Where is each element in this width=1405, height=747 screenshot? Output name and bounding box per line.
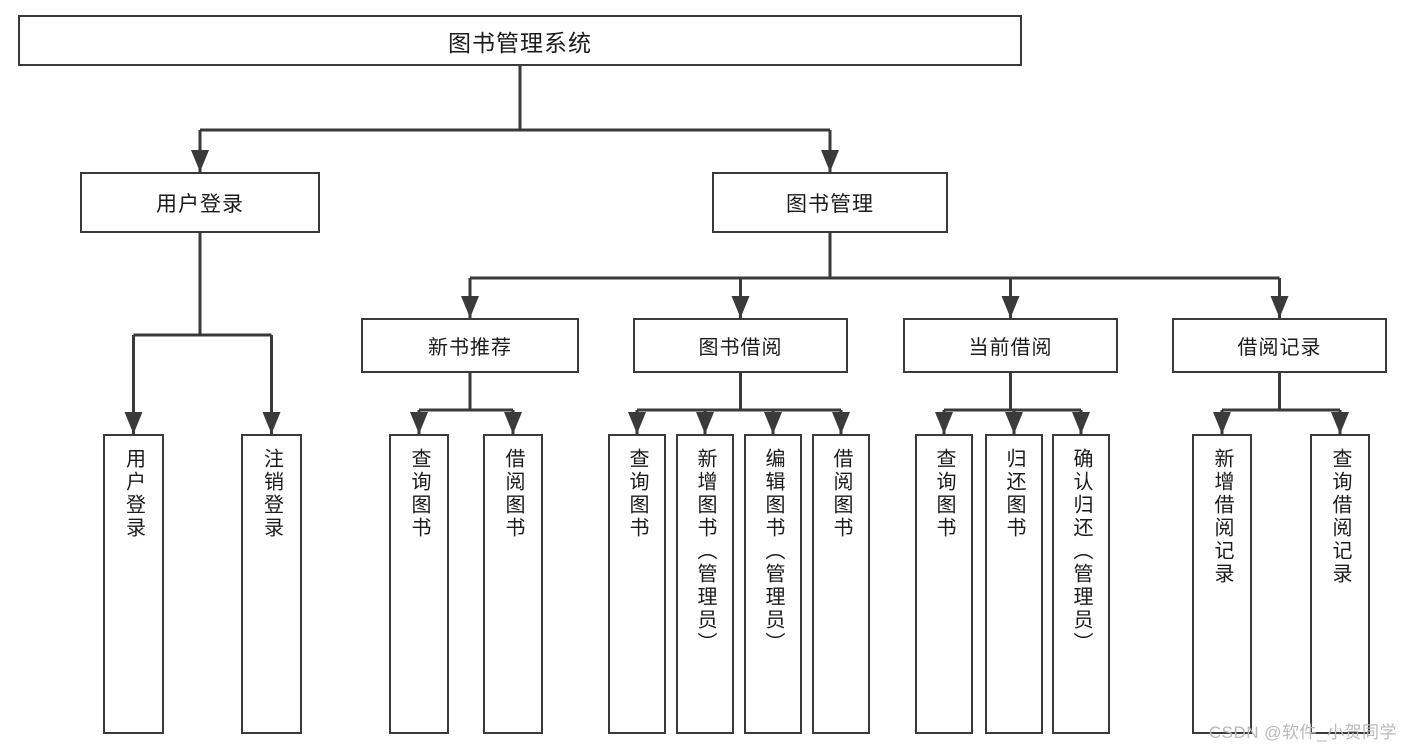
leaf-query-book-recommend[interactable]: 查询图书 xyxy=(389,434,449,734)
node-label: 借阅记录 xyxy=(1237,337,1322,359)
node-label: 注销登录 xyxy=(260,448,283,540)
leaf-query-borrow-record[interactable]: 查询借阅记录 xyxy=(1310,434,1370,734)
node-label: 借阅图书 xyxy=(502,448,524,540)
node-label: 图书管理 xyxy=(786,192,874,216)
node-label: 用户登录 xyxy=(156,192,244,216)
leaf-return-book[interactable]: 归还图书 xyxy=(985,434,1043,734)
leaf-confirm-return-admin[interactable]: 确认归还（管理员） xyxy=(1052,434,1110,734)
leaf-borrow-book[interactable]: 借阅图书 xyxy=(812,434,870,734)
leaf-query-book-current[interactable]: 查询图书 xyxy=(915,434,973,734)
node-borrow-records[interactable]: 借阅记录 xyxy=(1172,318,1387,373)
node-label: 图书借阅 xyxy=(698,337,783,359)
leaf-query-book-borrow[interactable]: 查询图书 xyxy=(608,434,666,734)
node-label: 新书推荐 xyxy=(428,337,512,359)
node-label: 用户登录 xyxy=(122,448,145,540)
node-label: 当前借阅 xyxy=(968,337,1053,359)
node-label: 查询图书 xyxy=(933,448,955,540)
node-book-management[interactable]: 图书管理 xyxy=(712,172,948,233)
node-label: 查询图书 xyxy=(408,448,430,540)
watermark: CSDN @软件_小贺同学 xyxy=(1208,723,1397,742)
leaf-edit-book-admin[interactable]: 编辑图书（管理员） xyxy=(744,434,802,734)
node-label: 编辑图书（管理员） xyxy=(762,448,784,655)
node-user-login[interactable]: 用户登录 xyxy=(80,172,320,233)
node-label: 确认归还（管理员） xyxy=(1070,448,1092,655)
node-current-borrow[interactable]: 当前借阅 xyxy=(903,318,1118,373)
node-label: 归还图书 xyxy=(1003,448,1025,540)
leaf-user-login[interactable]: 用户登录 xyxy=(103,434,164,734)
node-new-book-recommend[interactable]: 新书推荐 xyxy=(361,318,579,373)
node-label: 图书管理系统 xyxy=(448,29,592,56)
node-label: 查询借阅记录 xyxy=(1329,448,1351,586)
node-root[interactable]: 图书管理系统 xyxy=(18,15,1022,66)
node-label: 查询图书 xyxy=(626,448,648,540)
leaf-add-borrow-record[interactable]: 新增借阅记录 xyxy=(1192,434,1252,734)
node-label: 借阅图书 xyxy=(830,448,852,540)
node-label: 新增图书（管理员） xyxy=(694,448,716,655)
leaf-add-book-admin[interactable]: 新增图书（管理员） xyxy=(676,434,734,734)
leaf-logout[interactable]: 注销登录 xyxy=(241,434,302,734)
node-book-borrow[interactable]: 图书借阅 xyxy=(633,318,848,373)
leaf-borrow-book-recommend[interactable]: 借阅图书 xyxy=(483,434,543,734)
node-label: 新增借阅记录 xyxy=(1211,448,1233,586)
